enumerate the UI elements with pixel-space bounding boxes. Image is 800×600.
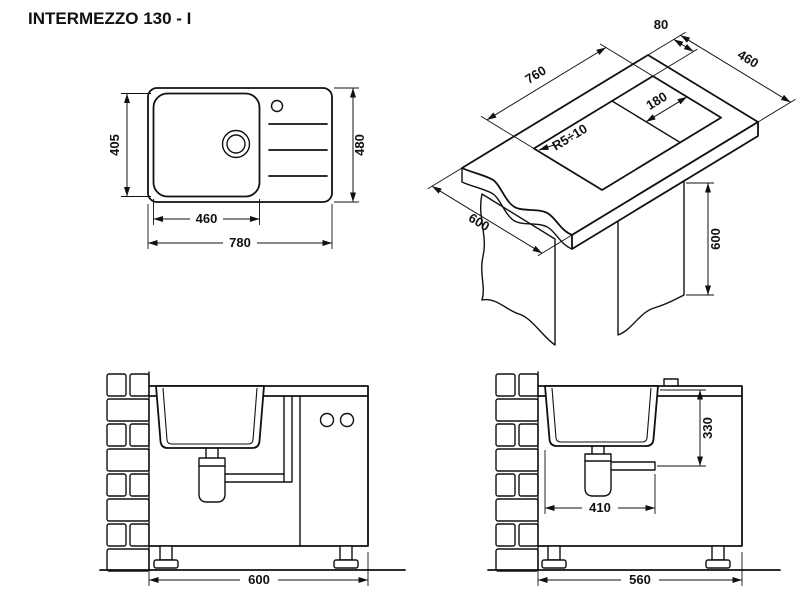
brick-wall xyxy=(106,373,150,572)
front-section-view: 600 xyxy=(99,371,406,587)
tap-hole-section xyxy=(663,378,679,387)
cabinet-left-panel xyxy=(479,193,556,346)
panel-hole-left xyxy=(319,412,335,428)
dim-label-760: 760 xyxy=(522,63,548,87)
dim-label-600-height: 600 xyxy=(708,228,723,250)
dim-label-330: 330 xyxy=(700,417,715,439)
dim-cabinet-width: 600 xyxy=(148,552,369,587)
dim-cabinet-depth: 560 xyxy=(537,552,743,587)
adjustable-feet-side xyxy=(541,545,731,569)
drain-outer xyxy=(221,129,251,159)
dim-overall-width: 780 xyxy=(147,204,333,250)
dim-drain-height: 330 xyxy=(657,389,715,467)
cutout-view: 80 460 760 180 R5÷10 600 xyxy=(427,17,796,346)
worktop-top-face xyxy=(461,54,759,236)
worktop-front-face xyxy=(571,121,759,250)
sink-outline xyxy=(147,87,333,203)
tap-hole xyxy=(270,99,284,113)
bowl-inner-line-side xyxy=(551,387,652,443)
dim-bowl-width: 460 xyxy=(153,199,260,226)
side-section-view: 330 410 560 xyxy=(487,371,781,587)
dim-label-80: 80 xyxy=(654,17,668,32)
dim-bowl-depth: 405 xyxy=(107,93,151,197)
dim-overall-depth: 480 xyxy=(334,87,367,203)
dim-label-410: 410 xyxy=(589,500,611,515)
bowl-inner-line xyxy=(162,387,258,445)
sink-cutout xyxy=(533,75,722,191)
plan-view: 405 480 460 780 xyxy=(107,87,367,250)
page-title: INTERMEZZO 130 - I xyxy=(28,9,191,28)
dim-cabinet-height: 600 xyxy=(686,182,723,296)
adjustable-feet xyxy=(153,545,359,569)
bowl-section-side xyxy=(544,385,659,447)
dim-label-460: 460 xyxy=(196,211,218,226)
cabinet-outline xyxy=(148,395,369,547)
dim-label-480: 480 xyxy=(352,134,367,156)
dim-label-780: 780 xyxy=(229,235,251,250)
cabinet-right-panel xyxy=(617,180,685,336)
dim-trap-distance: 410 xyxy=(544,450,656,515)
dim-label-405: 405 xyxy=(107,134,122,156)
waste-trap xyxy=(198,395,293,503)
bowl-outline xyxy=(152,92,261,198)
waste-trap-side xyxy=(584,445,656,497)
dim-label-600-cabinet: 600 xyxy=(248,572,270,587)
cutout-divider xyxy=(611,100,681,144)
dim-label-560: 560 xyxy=(629,572,651,587)
bowl-section xyxy=(155,385,265,449)
drain-inner xyxy=(226,134,246,154)
panel-hole-right xyxy=(339,412,355,428)
drainer-grooves xyxy=(268,123,328,177)
cabinet-outline-side xyxy=(537,395,743,547)
dim-label-460-cutout: 460 xyxy=(735,47,761,71)
brick-wall-side xyxy=(495,373,539,572)
